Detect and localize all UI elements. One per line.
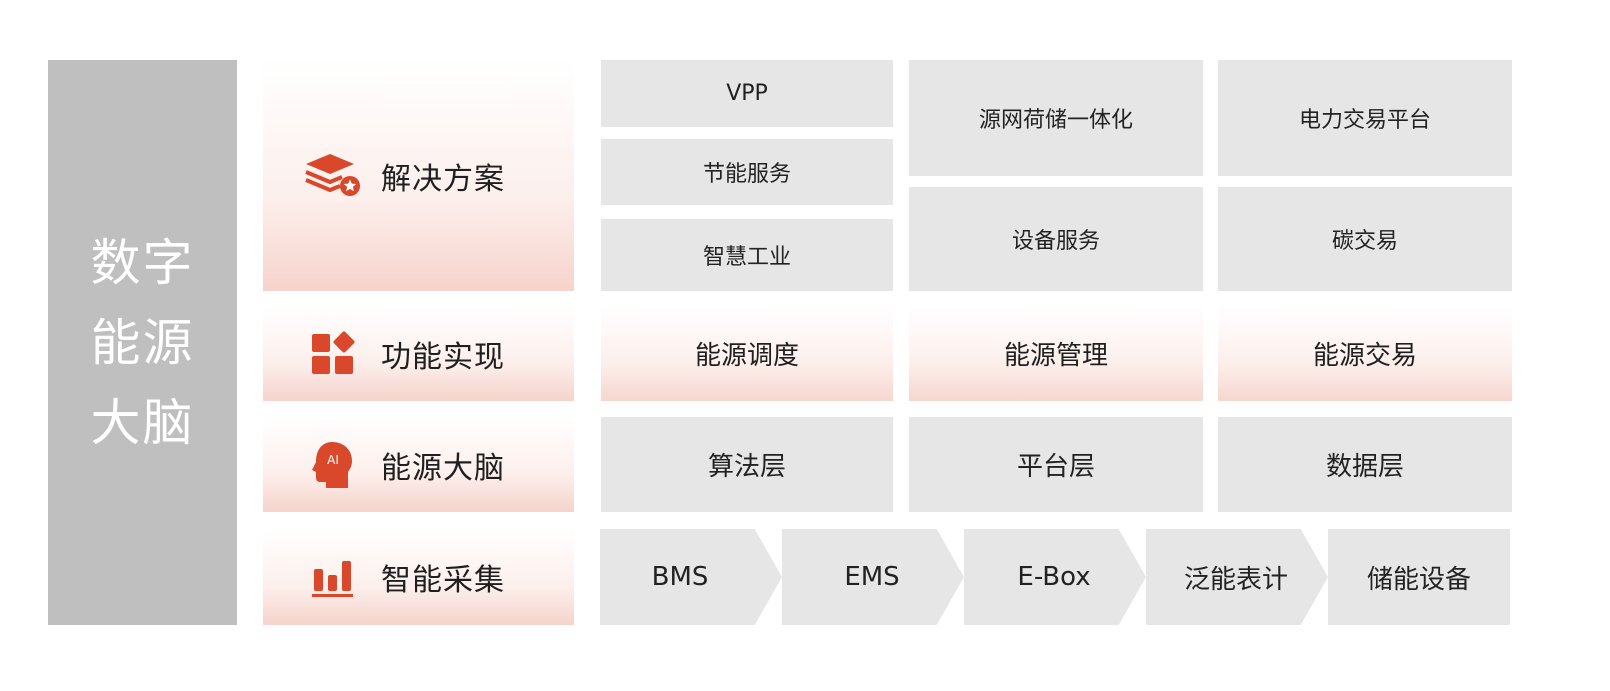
category-brain-label: 能源大脑 [381,450,505,486]
function-energy-dispatch: 能源调度 [601,306,893,401]
brain-platform-layer: 平台层 [909,417,1203,512]
solution-smart-industry: 智慧工业 [601,219,893,291]
category-collection: 智能采集 [263,529,574,625]
category-functions-label: 功能实现 [381,339,505,375]
layers-star-icon [303,146,363,206]
category-brain: AI 能源大脑 [263,417,574,512]
solution-carbon-trading: 碳交易 [1218,187,1512,291]
category-solutions-label: 解决方案 [381,161,505,197]
ai-head-icon: AI [303,435,363,495]
svg-text:AI: AI [327,453,339,467]
solution-device-service: 设备服务 [909,187,1203,291]
solution-source-grid-load-storage: 源网荷储一体化 [909,60,1203,176]
sidebar-title-line-3: 大脑 [90,393,195,452]
category-solutions: 解决方案 [263,60,574,291]
app-blocks-icon [303,324,363,384]
sidebar-title-line-1: 数字 [90,233,195,292]
sidebar-title-block: 数字 能源 大脑 [48,60,237,625]
collection-item-ems: EMS [782,529,964,625]
collection-item-energy-meter: 泛能表计 [1146,529,1328,625]
solution-power-trading-platform: 电力交易平台 [1218,60,1512,176]
brain-data-layer: 数据层 [1218,417,1512,512]
collection-item-bms: BMS [600,529,782,625]
solution-vpp: VPP [601,60,893,127]
solution-energy-saving: 节能服务 [601,139,893,205]
bar-chart-icon [303,547,363,607]
category-functions: 功能实现 [263,306,574,401]
category-collection-label: 智能采集 [381,563,505,598]
brain-algorithm-layer: 算法层 [601,417,893,512]
collection-item-ebox: E-Box [964,529,1146,625]
function-energy-trading: 能源交易 [1218,306,1512,401]
function-energy-management: 能源管理 [909,306,1203,401]
collection-item-storage-device: 储能设备 [1328,529,1510,625]
sidebar-title-line-2: 能源 [90,313,195,372]
